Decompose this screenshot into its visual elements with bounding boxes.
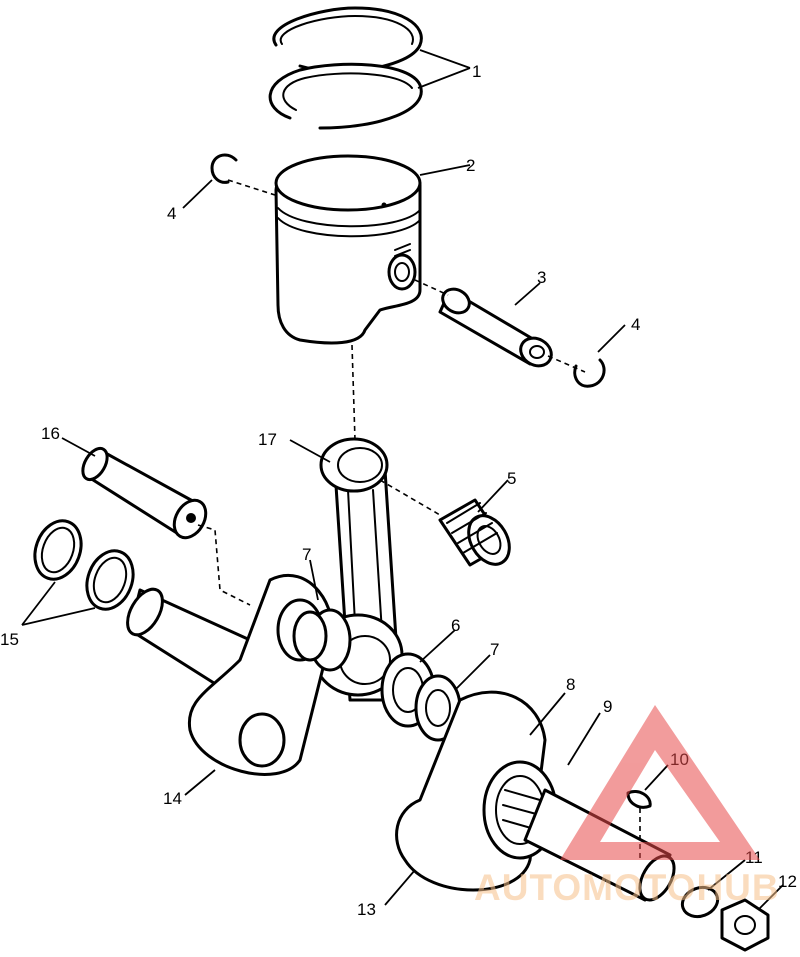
- callout-8: 8: [566, 675, 575, 694]
- callout-17: 17: [258, 430, 277, 449]
- crank-half-left: [126, 573, 352, 776]
- automotohub-watermark: AUTOMOTOHUB: [474, 705, 780, 908]
- shim-2: [85, 549, 135, 611]
- watermark-logo: [560, 705, 760, 860]
- crank-nut: [720, 898, 770, 952]
- callout-16: 16: [41, 424, 60, 443]
- leader-lines: [21, 49, 784, 911]
- callout-15: 15: [0, 630, 19, 649]
- callout-13: 13: [357, 900, 376, 919]
- piston: [274, 154, 422, 345]
- callout-7-right: 7: [490, 640, 499, 659]
- alignment-lines: [197, 179, 641, 860]
- crankpin: [81, 446, 208, 540]
- callout-6: 6: [451, 616, 460, 635]
- shim-1-inner: [40, 526, 76, 574]
- callout-7-left: 7: [302, 545, 311, 564]
- circlip-left: [210, 153, 238, 184]
- watermark-text: AUTOMOTOHUB: [474, 867, 780, 908]
- circlip-right: [573, 358, 606, 388]
- callout-9: 9: [603, 697, 612, 716]
- callout-3: 3: [537, 268, 546, 287]
- callout-4-left: 4: [167, 204, 176, 223]
- woodruff-key: [626, 790, 652, 809]
- callout-labels: 1 2 3 4 4 5 6 7 7 8 9 10 11 12 13 14 15 …: [0, 62, 797, 919]
- needle-bearing: [438, 498, 511, 567]
- shim-2-inner: [92, 556, 128, 604]
- wrist-pin: [438, 287, 553, 368]
- callout-14: 14: [163, 789, 182, 808]
- callout-1: 1: [472, 62, 481, 81]
- shim-1: [33, 519, 83, 581]
- callout-12: 12: [778, 872, 797, 891]
- lock-washer: [680, 885, 720, 919]
- callout-2: 2: [466, 156, 475, 175]
- piston-rings: [268, 6, 423, 130]
- callout-5: 5: [507, 469, 516, 488]
- callout-4-right: 4: [631, 315, 640, 334]
